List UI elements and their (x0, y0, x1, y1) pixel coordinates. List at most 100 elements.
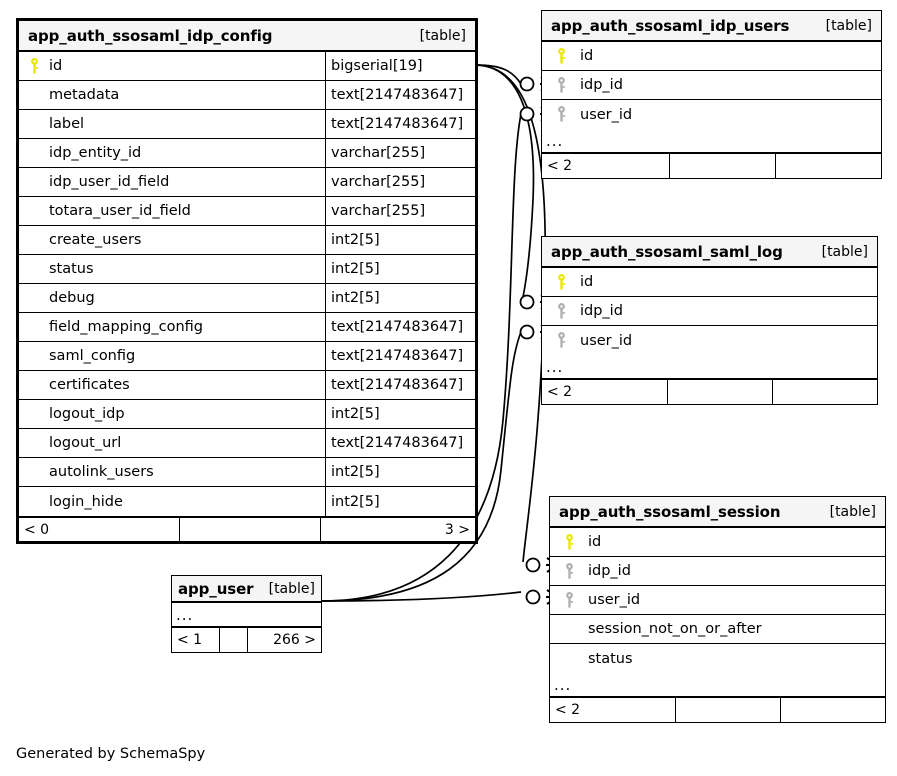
column-type: text[2147483647] (325, 342, 475, 370)
table-row[interactable]: idp_user_id_field varchar[255] (19, 168, 475, 197)
column-name-cell: user_id (542, 326, 877, 355)
edge-idpconfig-to-session (475, 64, 547, 563)
table-row[interactable]: idp_entity_id varchar[255] (19, 139, 475, 168)
column-label: idp_entity_id (49, 145, 142, 161)
table-row[interactable]: user_id (542, 326, 877, 355)
table-row[interactable]: user_id (550, 586, 885, 615)
table-row[interactable]: status int2[5] (19, 255, 475, 284)
table-title: app_user (178, 579, 254, 598)
table-row[interactable]: id (542, 42, 881, 71)
table-row[interactable]: debug int2[5] (19, 284, 475, 313)
column-label: id (580, 48, 594, 64)
column-label: logout_url (49, 435, 122, 451)
table-row[interactable]: create_users int2[5] (19, 226, 475, 255)
table-row[interactable]: saml_config text[2147483647] (19, 342, 475, 371)
footer-outgoing-count[interactable] (776, 154, 881, 178)
column-list: id idp_id user_id session_not_on_or_a (550, 528, 885, 673)
table-type-tag: [table] (821, 243, 868, 260)
table-footer: < 2 (542, 153, 881, 178)
primary-key-icon (546, 47, 576, 65)
table-app-auth-ssosaml-idp-users[interactable]: app_auth_ssosaml_idp_users [table] id id… (541, 10, 882, 179)
table-row[interactable]: totara_user_id_field varchar[255] (19, 197, 475, 226)
footer-incoming-count[interactable]: < 2 (550, 698, 676, 722)
table-app-auth-ssosaml-session[interactable]: app_auth_ssosaml_session [table] id idp_… (549, 496, 886, 723)
column-name-cell: id (542, 42, 881, 70)
column-list: id idp_id user_id (542, 268, 877, 355)
table-app-user[interactable]: app_user [table] ... < 1 266 > (171, 575, 322, 653)
footer-middle-cell (180, 518, 321, 541)
table-row[interactable]: logout_idp int2[5] (19, 400, 475, 429)
edge-idpconfig-to-idpusers (475, 64, 522, 85)
column-name-cell: certificates (19, 371, 325, 399)
column-name-cell: logout_idp (19, 400, 325, 428)
footer-outgoing-count[interactable]: 266 > (273, 632, 316, 648)
more-columns-indicator: ... (542, 355, 877, 379)
table-title: app_auth_ssosaml_idp_config (28, 26, 273, 45)
column-label: login_hide (49, 493, 123, 510)
table-title: app_auth_ssosaml_saml_log (551, 242, 783, 261)
table-row[interactable]: logout_url text[2147483647] (19, 429, 475, 458)
column-label: saml_config (49, 348, 136, 364)
column-type: text[2147483647] (325, 110, 475, 138)
column-name-cell: idp_entity_id (19, 139, 325, 167)
table-app-auth-ssosaml-idp-config[interactable]: app_auth_ssosaml_idp_config [table] id b… (16, 18, 478, 544)
generated-by-credit: Generated by SchemaSpy (16, 746, 206, 762)
column-label: metadata (49, 87, 120, 103)
footer-incoming-count[interactable]: < 2 (542, 380, 668, 404)
column-label: certificates (49, 377, 130, 393)
table-row[interactable]: user_id (542, 100, 881, 129)
table-row[interactable]: label text[2147483647] (19, 110, 475, 139)
table-type-tag: [table] (825, 17, 872, 34)
footer-outgoing-count[interactable] (773, 380, 877, 404)
table-row[interactable]: status (550, 644, 885, 673)
column-label: session_not_on_or_after (588, 621, 762, 637)
footer-middle-cell (670, 154, 776, 178)
table-app-auth-ssosaml-saml-log[interactable]: app_auth_ssosaml_saml_log [table] id idp… (541, 236, 878, 405)
column-type: int2[5] (325, 226, 475, 254)
column-type: bigserial[19] (325, 52, 475, 80)
footer-outgoing-count[interactable] (781, 698, 885, 722)
table-row[interactable]: session_not_on_or_after (550, 615, 885, 644)
table-row[interactable]: login_hide int2[5] (19, 487, 475, 516)
table-row[interactable]: id (542, 268, 877, 297)
table-row[interactable]: idp_id (542, 71, 881, 100)
column-name-cell: idp_user_id_field (19, 168, 325, 196)
column-type: varchar[255] (325, 168, 475, 196)
table-title: app_auth_ssosaml_idp_users (551, 16, 790, 35)
footer-middle-cell (668, 380, 773, 404)
table-header: app_auth_ssosaml_idp_users [table] (542, 11, 881, 42)
footer-incoming-count[interactable]: < 0 (19, 518, 180, 541)
table-row[interactable]: idp_id (542, 297, 877, 326)
column-name-cell: status (550, 644, 885, 673)
column-type: int2[5] (325, 458, 475, 486)
column-label: autolink_users (49, 464, 154, 480)
column-name-cell: id (19, 52, 325, 80)
table-row[interactable]: metadata text[2147483647] (19, 81, 475, 110)
column-name-cell: metadata (19, 81, 325, 109)
table-row[interactable]: id (550, 528, 885, 557)
table-row[interactable]: id bigserial[19] (19, 52, 475, 81)
column-label: field_mapping_config (49, 319, 203, 335)
table-footer: < 2 (542, 379, 877, 404)
foreign-key-icon (546, 332, 576, 349)
column-label: user_id (580, 106, 633, 123)
table-row[interactable]: idp_id (550, 557, 885, 586)
table-title: app_auth_ssosaml_session (559, 502, 781, 521)
table-row[interactable]: autolink_users int2[5] (19, 458, 475, 487)
footer-incoming-count[interactable]: < 2 (542, 154, 670, 178)
column-label: idp_id (588, 563, 631, 579)
column-name-cell: user_id (550, 586, 885, 614)
table-row[interactable]: certificates text[2147483647] (19, 371, 475, 400)
table-row[interactable]: field_mapping_config text[2147483647] (19, 313, 475, 342)
footer-incoming-count[interactable]: < 1 (172, 628, 220, 652)
column-label: user_id (580, 332, 633, 349)
column-name-cell: logout_url (19, 429, 325, 457)
column-name-cell: autolink_users (19, 458, 325, 486)
footer-outgoing-count[interactable]: 3 > (444, 521, 470, 538)
column-label: id (49, 58, 63, 74)
table-type-tag: [table] (419, 27, 466, 44)
primary-key-icon (554, 533, 584, 551)
table-header: app_auth_ssosaml_idp_config [table] (19, 21, 475, 52)
column-label: status (49, 261, 94, 277)
column-label: create_users (49, 232, 142, 248)
